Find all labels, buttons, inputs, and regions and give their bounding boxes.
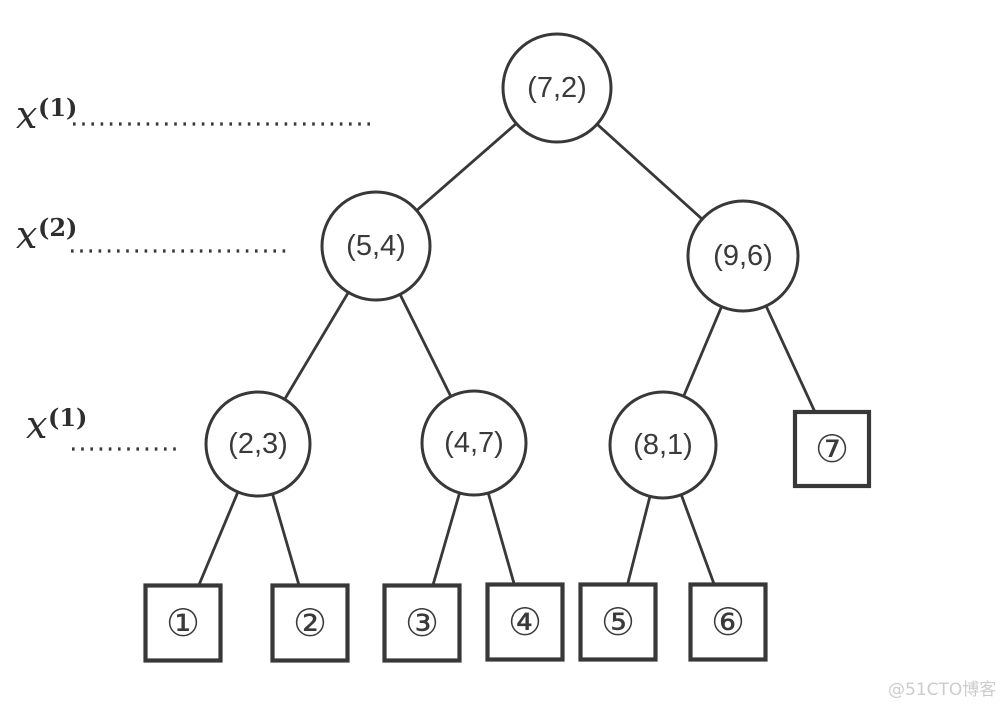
tree-node-node-8-1[interactable] xyxy=(608,390,718,500)
axis-label-level-1-var: x xyxy=(16,93,37,137)
tree-node-label-leaf-5: ⑤ xyxy=(601,600,635,644)
tree-node-label-leaf-2: ② xyxy=(293,601,327,645)
tree-node-label-node-2-3: (2,3) xyxy=(228,428,288,460)
tree-node-label-leaf-3: ③ xyxy=(405,601,439,645)
tree-node-label-node-5-4: (5,4) xyxy=(346,230,406,262)
tree-node-leaf-1[interactable] xyxy=(143,583,223,663)
tree-node-leaf-5[interactable] xyxy=(578,582,658,662)
tree-node-leaf-6[interactable] xyxy=(688,582,768,662)
tree-node-node-5-4[interactable] xyxy=(320,190,432,302)
axis-label-level-1-sup: (1) xyxy=(38,93,77,122)
axis-label-level-3-var: x xyxy=(26,403,47,447)
tree-node-leaf-2[interactable] xyxy=(270,583,350,663)
tree-node-label-node-9-6: (9,6) xyxy=(713,240,773,272)
tree-node-label-leaf-6: ⑥ xyxy=(711,600,745,644)
axis-label-level-2-sup: (2) xyxy=(38,213,77,242)
tree-node-leaf-3[interactable] xyxy=(382,583,462,663)
tree-node-label-leaf-4: ④ xyxy=(508,600,542,644)
axis-label-level-3-sup: (1) xyxy=(48,403,87,432)
watermark: @51CTO博客 xyxy=(888,680,997,700)
tree-node-node-2-3[interactable] xyxy=(204,390,312,498)
tree-node-label-leaf-7: ⑦ xyxy=(815,427,849,471)
tree-node-leaf-7[interactable] xyxy=(792,409,872,489)
tree-node-label-node-4-7: (4,7) xyxy=(444,427,504,459)
tree-node-label-leaf-1: ① xyxy=(166,601,200,645)
tree-node-root-7-2[interactable] xyxy=(501,32,613,144)
axis-label-level-2-var: x xyxy=(16,213,37,257)
tree-node-node-9-6[interactable] xyxy=(686,199,800,313)
tree-node-node-4-7[interactable] xyxy=(420,389,528,497)
tree-node-label-node-8-1: (8,1) xyxy=(633,429,693,461)
tree-node-leaf-4[interactable] xyxy=(485,582,565,662)
tree-node-label-root-7-2: (7,2) xyxy=(527,72,587,104)
